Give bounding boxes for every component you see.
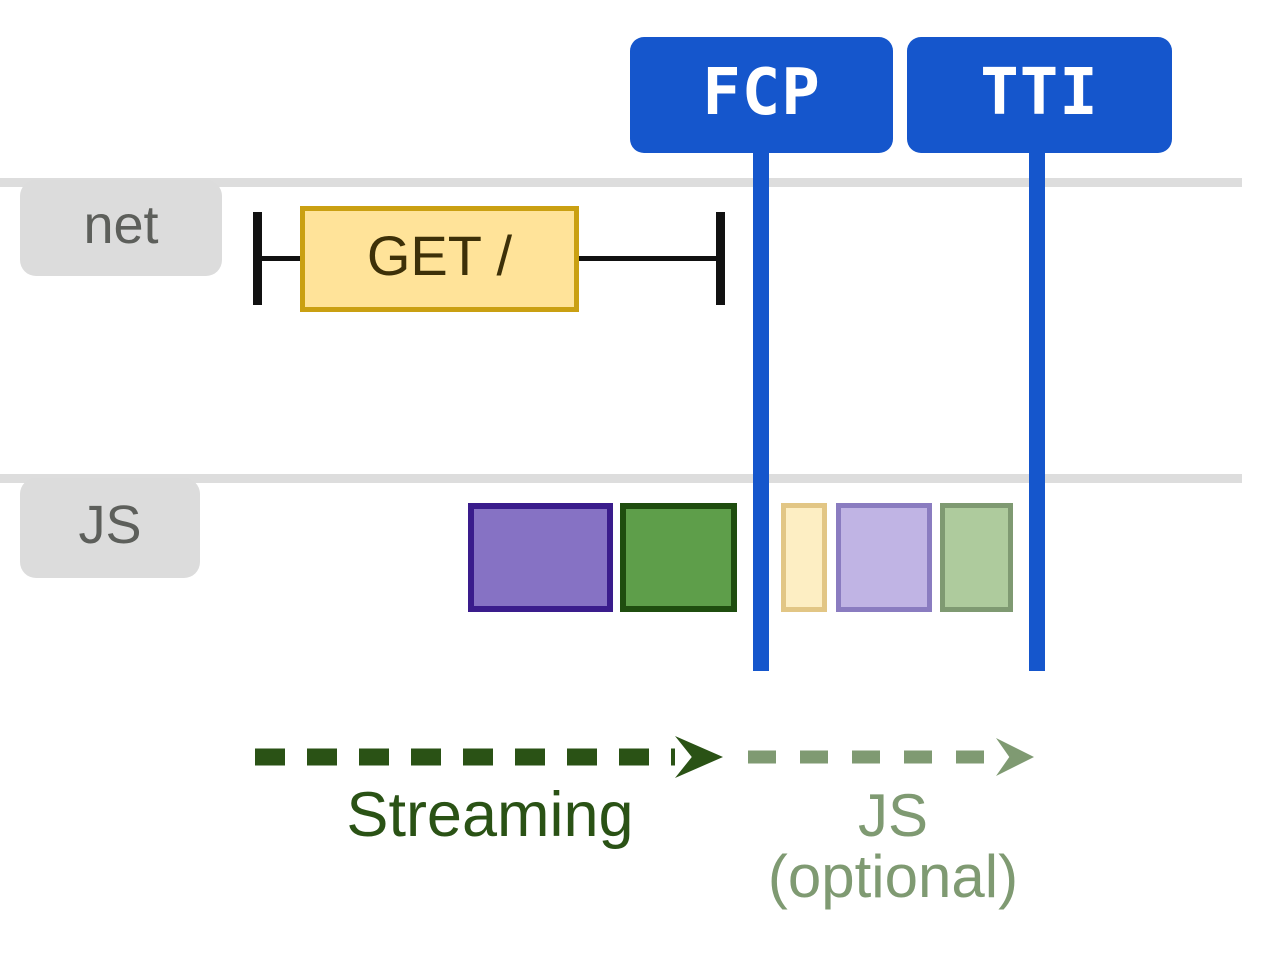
js-task-block-task-purple[interactable] <box>468 503 613 612</box>
arrow-head <box>675 736 723 778</box>
lane-label-net: net <box>20 180 222 276</box>
lane-rule-js <box>0 474 1242 483</box>
request-whisker-cap-left <box>253 212 262 305</box>
arrow-head <box>996 738 1034 776</box>
streaming-caption: Streaming <box>346 780 634 850</box>
js-task-block-task-pale-green[interactable] <box>940 503 1013 612</box>
request-bar-get-root[interactable]: GET / <box>300 206 579 312</box>
js-task-block-task-pale-purple[interactable] <box>836 503 932 612</box>
milestone-line-fcp <box>753 153 769 671</box>
js-task-block-task-green[interactable] <box>620 503 737 612</box>
arrow-streaming <box>255 736 723 778</box>
request-whisker-cap-right <box>716 212 725 305</box>
milestone-line-tti <box>1029 153 1045 671</box>
js-optional-caption: JS (optional) <box>767 782 1019 911</box>
js-task-block-task-pale-yellow[interactable] <box>781 503 827 612</box>
lane-label-js: JS <box>20 478 200 578</box>
milestone-badge-tti[interactable]: TTI <box>907 37 1172 153</box>
lane-rule-net <box>0 178 1242 187</box>
milestone-badge-fcp[interactable]: FCP <box>630 37 893 153</box>
arrow-js-optional <box>748 738 1034 776</box>
